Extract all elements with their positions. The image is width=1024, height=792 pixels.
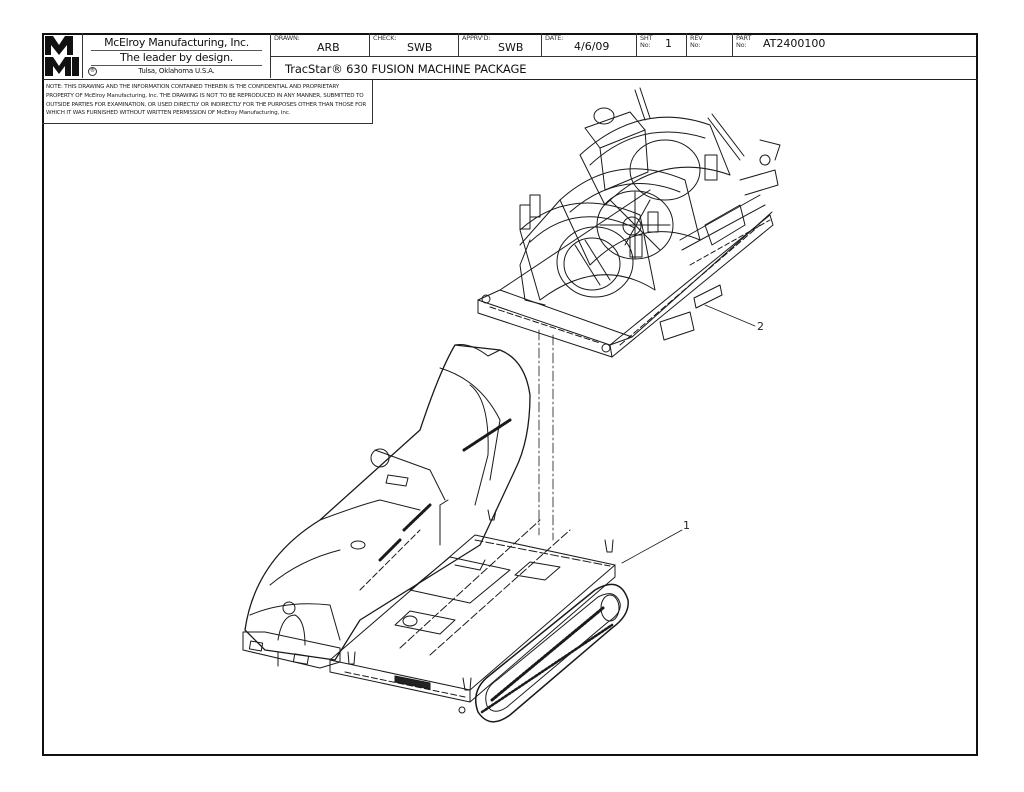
crawler-track [475, 583, 629, 723]
company-name: McElroy Manufacturing, Inc. [104, 36, 249, 49]
divider [91, 50, 262, 51]
check-cell: CHECK: SWB [370, 33, 459, 56]
company-block: McElroy Manufacturing, Inc. The leader b… [83, 33, 271, 78]
approved-label: APPRV'D: [462, 34, 491, 42]
tracked-carrier [242, 344, 629, 723]
check-value: SWB [407, 41, 433, 54]
callout-1-leader [621, 529, 683, 564]
part-number: AT2400100 [763, 37, 826, 50]
engine-shroud [244, 344, 531, 661]
drawn-value: ARB [317, 41, 340, 54]
callout-2-label: 2 [757, 320, 764, 333]
sheet-label-line1: SHT [640, 34, 653, 42]
callout-1-label: 1 [683, 519, 690, 532]
hydraulic-cylinders [519, 87, 781, 258]
front-clamp-jaw [519, 202, 656, 306]
rev-label-line1: REV [690, 34, 703, 42]
mcelroy-badge [394, 675, 431, 690]
carriage-frame [477, 189, 774, 358]
drawing-title: TracStar® 630 FUSION MACHINE PACKAGE [285, 62, 527, 76]
mmi-logo [42, 33, 83, 78]
heater-housing [584, 107, 649, 191]
divider [91, 65, 262, 66]
lift-hooks [347, 509, 614, 714]
company-location: Tulsa, Oklahoma U.S.A. [138, 67, 215, 75]
part-label-line2: No: [736, 41, 747, 49]
date-value: 4/6/09 [574, 40, 610, 53]
assembly-centerlines [538, 329, 554, 541]
date-label: DATE: [545, 34, 564, 42]
rear-clamp-jaw [579, 116, 731, 206]
drawing-border [42, 33, 978, 756]
fusion-machine-carriage [477, 87, 781, 358]
check-label: CHECK: [373, 34, 397, 42]
sheet-value: 1 [665, 37, 672, 50]
drawing-title-cell: TracStar® 630 FUSION MACHINE PACKAGE [271, 56, 976, 78]
callout-2-leader [704, 304, 756, 327]
rev-label-line2: No: [690, 41, 701, 49]
company-tagline: The leader by design. [120, 51, 233, 64]
front-bumper [242, 631, 341, 669]
drawn-cell: DRAWN: ARB [271, 33, 370, 56]
sheet-label-line2: No: [640, 41, 651, 49]
mmi-logo-mark [45, 36, 79, 76]
part-label-line1: PART [736, 34, 752, 42]
confidentiality-note: NOTE: THIS DRAWING AND THE INFORMATION C… [42, 80, 373, 124]
approved-cell: APPRV'D: SWB [459, 33, 542, 56]
date-cell: DATE: 4/6/09 [542, 33, 637, 56]
registered-icon: ® [88, 67, 97, 76]
approved-value: SWB [498, 41, 524, 54]
carriage-rails [679, 194, 771, 266]
carrier-deck [329, 519, 616, 703]
title-block: McElroy Manufacturing, Inc. The leader b… [42, 33, 978, 80]
drawn-label: DRAWN: [274, 34, 300, 42]
